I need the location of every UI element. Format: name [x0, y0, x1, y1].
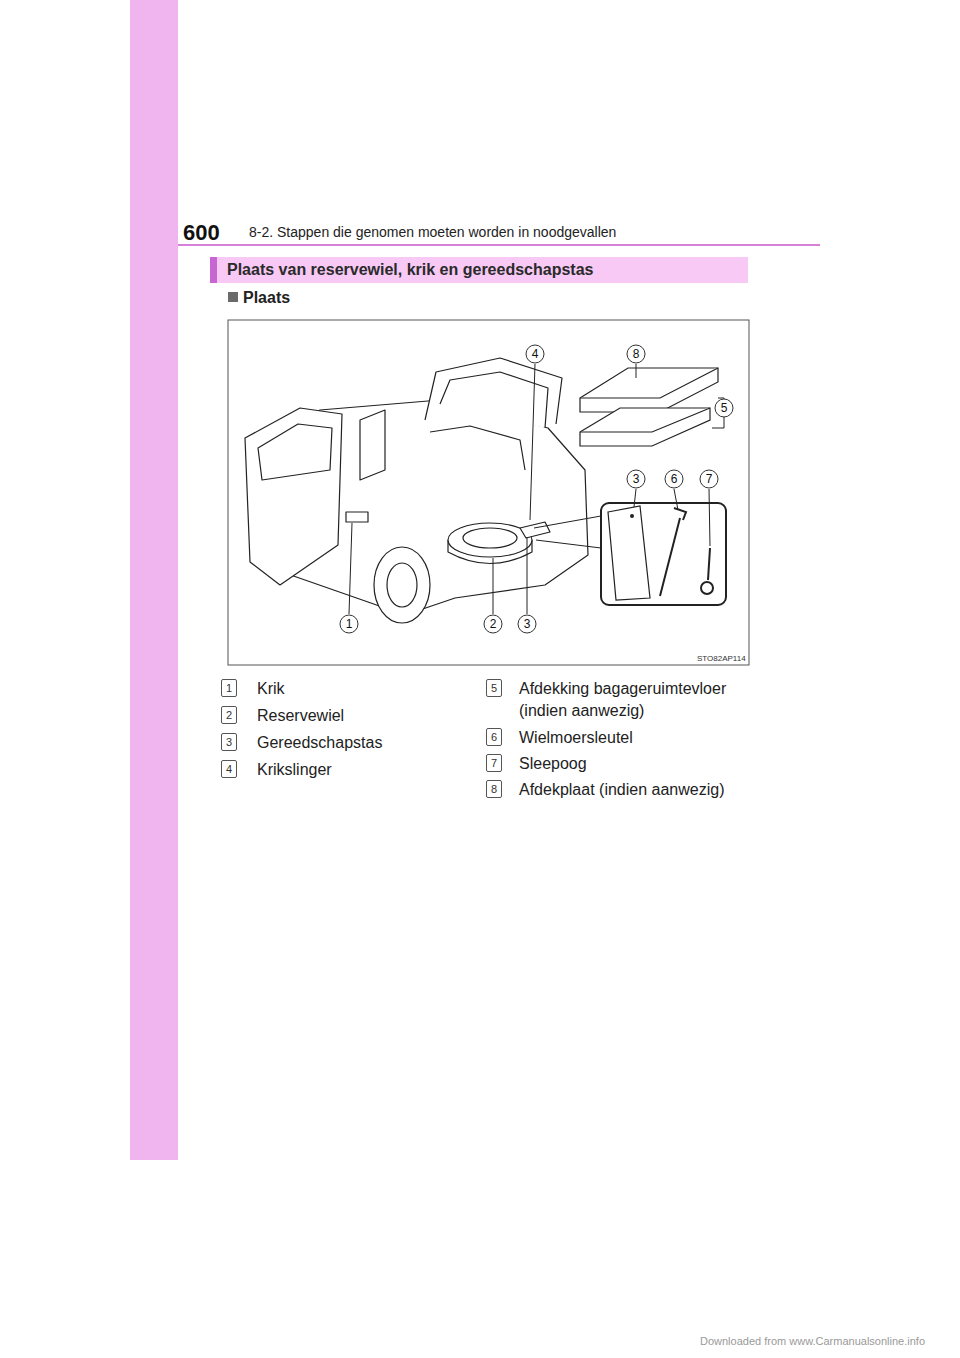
chapter-header: 8-2. Stappen die genomen moeten worden i… [249, 224, 616, 240]
bullet-square [228, 292, 238, 302]
list-number: 8 [486, 780, 502, 798]
list-number: 2 [221, 706, 237, 724]
figure-frame [228, 320, 749, 665]
list-number: 5 [486, 679, 502, 697]
part-name: Afdekking bagageruimtevloer (indien aanw… [519, 678, 754, 722]
callout-number: 5 [715, 399, 733, 417]
inset-pointer [534, 516, 601, 548]
section-heading: Plaats van reservewiel, krik en gereedsc… [227, 260, 738, 280]
header-rule [178, 244, 820, 246]
cover-plates [580, 368, 718, 446]
list-number: 7 [486, 754, 502, 772]
list-number: 6 [486, 728, 502, 746]
sidebar-band [130, 0, 178, 1160]
car-drawing [245, 358, 588, 623]
part-name: Afdekplaat (indien aanwezig) [519, 779, 754, 801]
callout-number: 1 [340, 615, 358, 633]
part-name: Gereedschapstas [257, 732, 382, 754]
callout-number: 6 [665, 470, 683, 488]
callout-number: 3 [518, 615, 536, 633]
list-number: 4 [221, 760, 237, 778]
callout-circles [340, 345, 733, 633]
callout-number: 3 [627, 470, 645, 488]
part-name: Sleepoog [519, 753, 587, 775]
figure-code: STO82AP114 [697, 654, 746, 663]
callout-number: 2 [484, 615, 502, 633]
part-name: Krikslinger [257, 759, 332, 781]
watermark: Downloaded from www.Carmanualsonline.inf… [700, 1335, 925, 1347]
part-name: Reservewiel [257, 705, 344, 727]
callout-number: 4 [526, 345, 544, 363]
callout-number: 8 [627, 345, 645, 363]
subheading: Plaats [243, 289, 290, 307]
list-number: 3 [221, 733, 237, 751]
tool-inset [601, 503, 726, 605]
part-name: Krik [257, 678, 285, 700]
page-number: 600 [183, 220, 220, 246]
heading-band: Plaats van reservewiel, krik en gereedsc… [210, 257, 748, 283]
callout-number: 7 [700, 470, 718, 488]
leader-lines [349, 364, 724, 614]
list-number: 1 [221, 679, 237, 697]
part-name: Wielmoersleutel [519, 727, 633, 749]
